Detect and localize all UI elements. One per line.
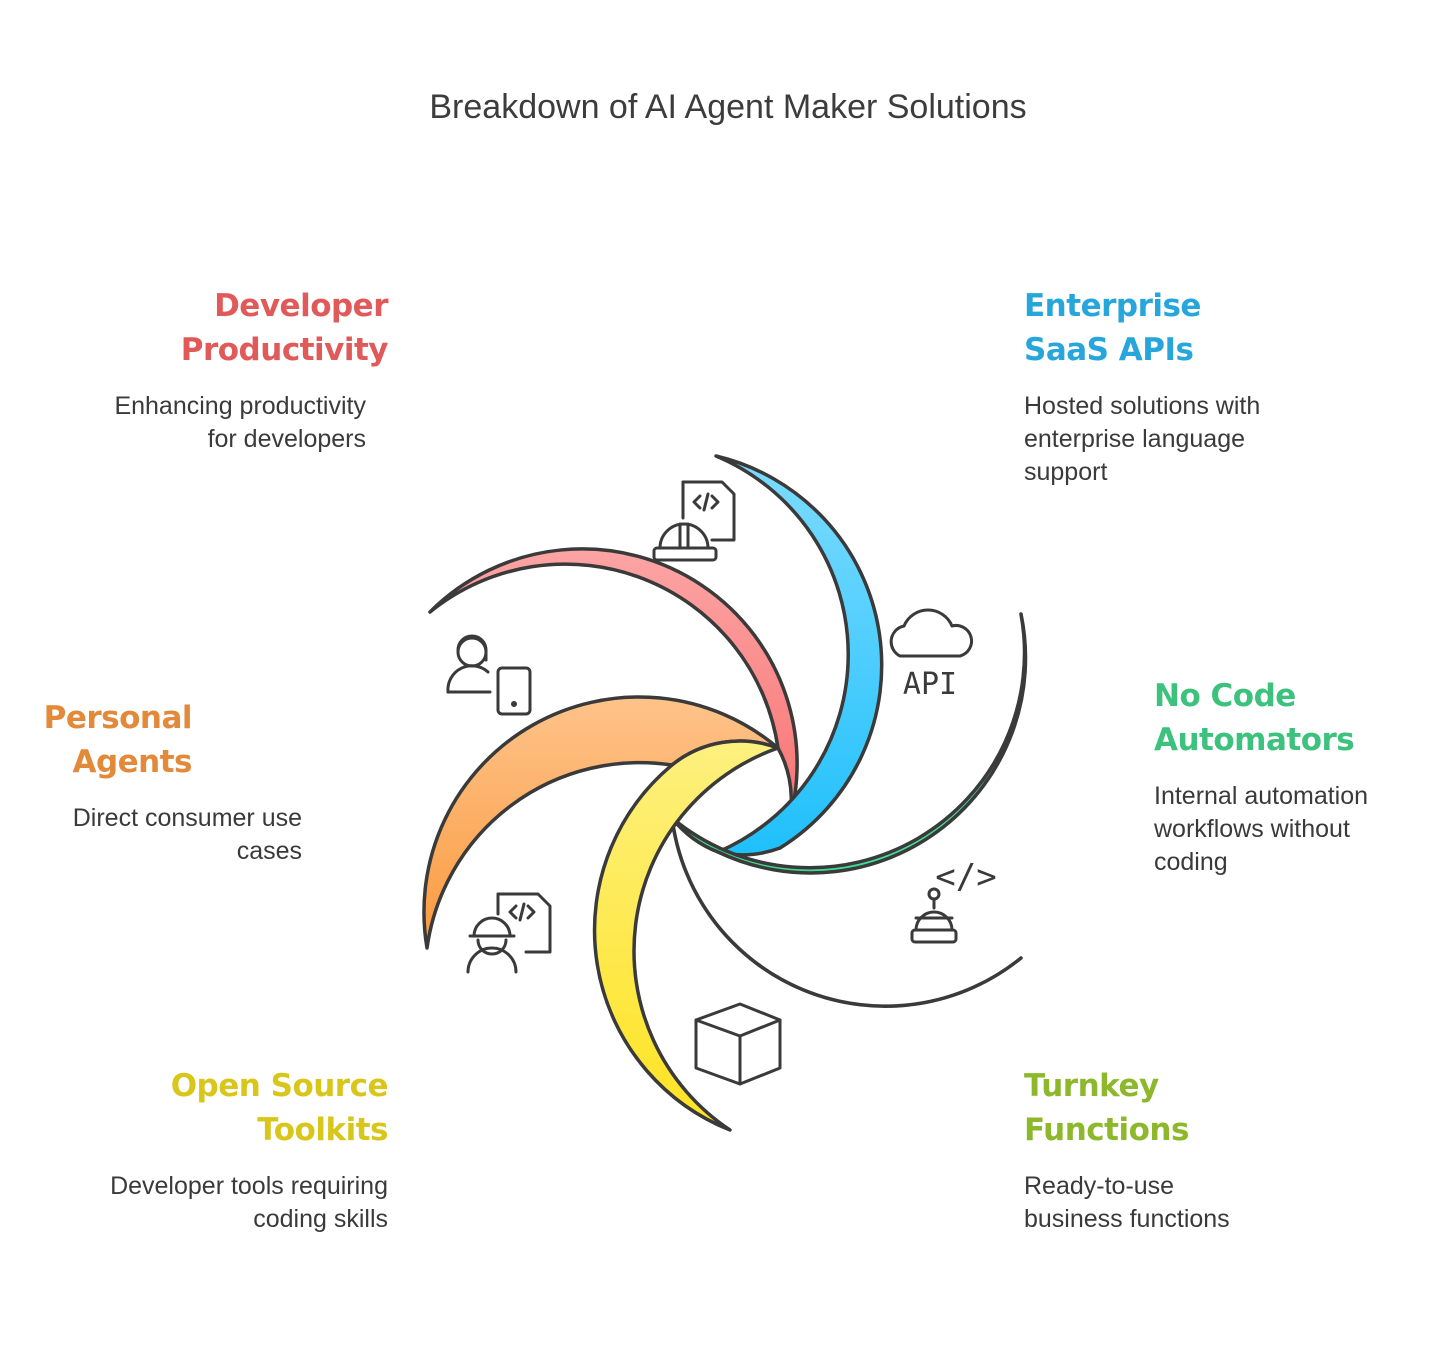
label-no-code-automators: No Code Automators Internal automation w…	[1154, 674, 1404, 879]
segment-no-code-automators	[670, 612, 1028, 875]
desc-turnkey-functions: Ready-to-use business functions	[1024, 1172, 1230, 1233]
heading-turnkey-functions: Turnkey Functions	[1024, 1068, 1189, 1148]
api-label: API	[903, 667, 957, 702]
label-developer-productivity: Developer Productivity Enhancing product…	[108, 284, 388, 456]
engineer-code-icon	[466, 892, 552, 974]
desc-personal-agents: Direct consumer use cases	[72, 804, 302, 865]
desc-enterprise-saas-apis: Hosted solutions with enterprise languag…	[1024, 392, 1261, 486]
code-label: </>	[935, 857, 996, 897]
heading-open-source-toolkits: Open Source Toolkits	[170, 1068, 389, 1148]
cloud-api-icon: API	[889, 608, 973, 702]
heading-enterprise-saas-apis: Enterprise SaaS APIs	[1024, 288, 1201, 368]
desc-developer-productivity: Enhancing productivity for developers	[114, 392, 366, 453]
page-title: Breakdown of AI Agent Maker Solutions	[429, 88, 1027, 126]
label-personal-agents: Personal Agents Direct consumer use case…	[22, 696, 302, 868]
label-open-source-toolkits: Open Source Toolkits Developer tools req…	[108, 1064, 388, 1236]
segment-enterprise-saas-apis	[714, 454, 884, 857]
desc-open-source-toolkits: Developer tools requiring coding skills	[110, 1172, 388, 1233]
segment-open-source-toolkits	[592, 739, 780, 1132]
desc-no-code-automators: Internal automation workflows without co…	[1154, 782, 1369, 876]
heading-no-code-automators: No Code Automators	[1154, 678, 1355, 758]
robot-code-icon: </>	[910, 857, 997, 944]
developer-helmet-code-icon	[652, 480, 736, 562]
heading-developer-productivity: Developer Productivity	[180, 288, 389, 368]
box-icon	[694, 1002, 782, 1086]
label-turnkey-functions: Turnkey Functions Ready-to-use business …	[1024, 1064, 1264, 1236]
label-enterprise-saas-apis: Enterprise SaaS APIs Hosted solutions wi…	[1024, 284, 1264, 489]
heading-personal-agents: Personal Agents	[43, 700, 193, 780]
user-tablet-icon	[446, 634, 532, 716]
